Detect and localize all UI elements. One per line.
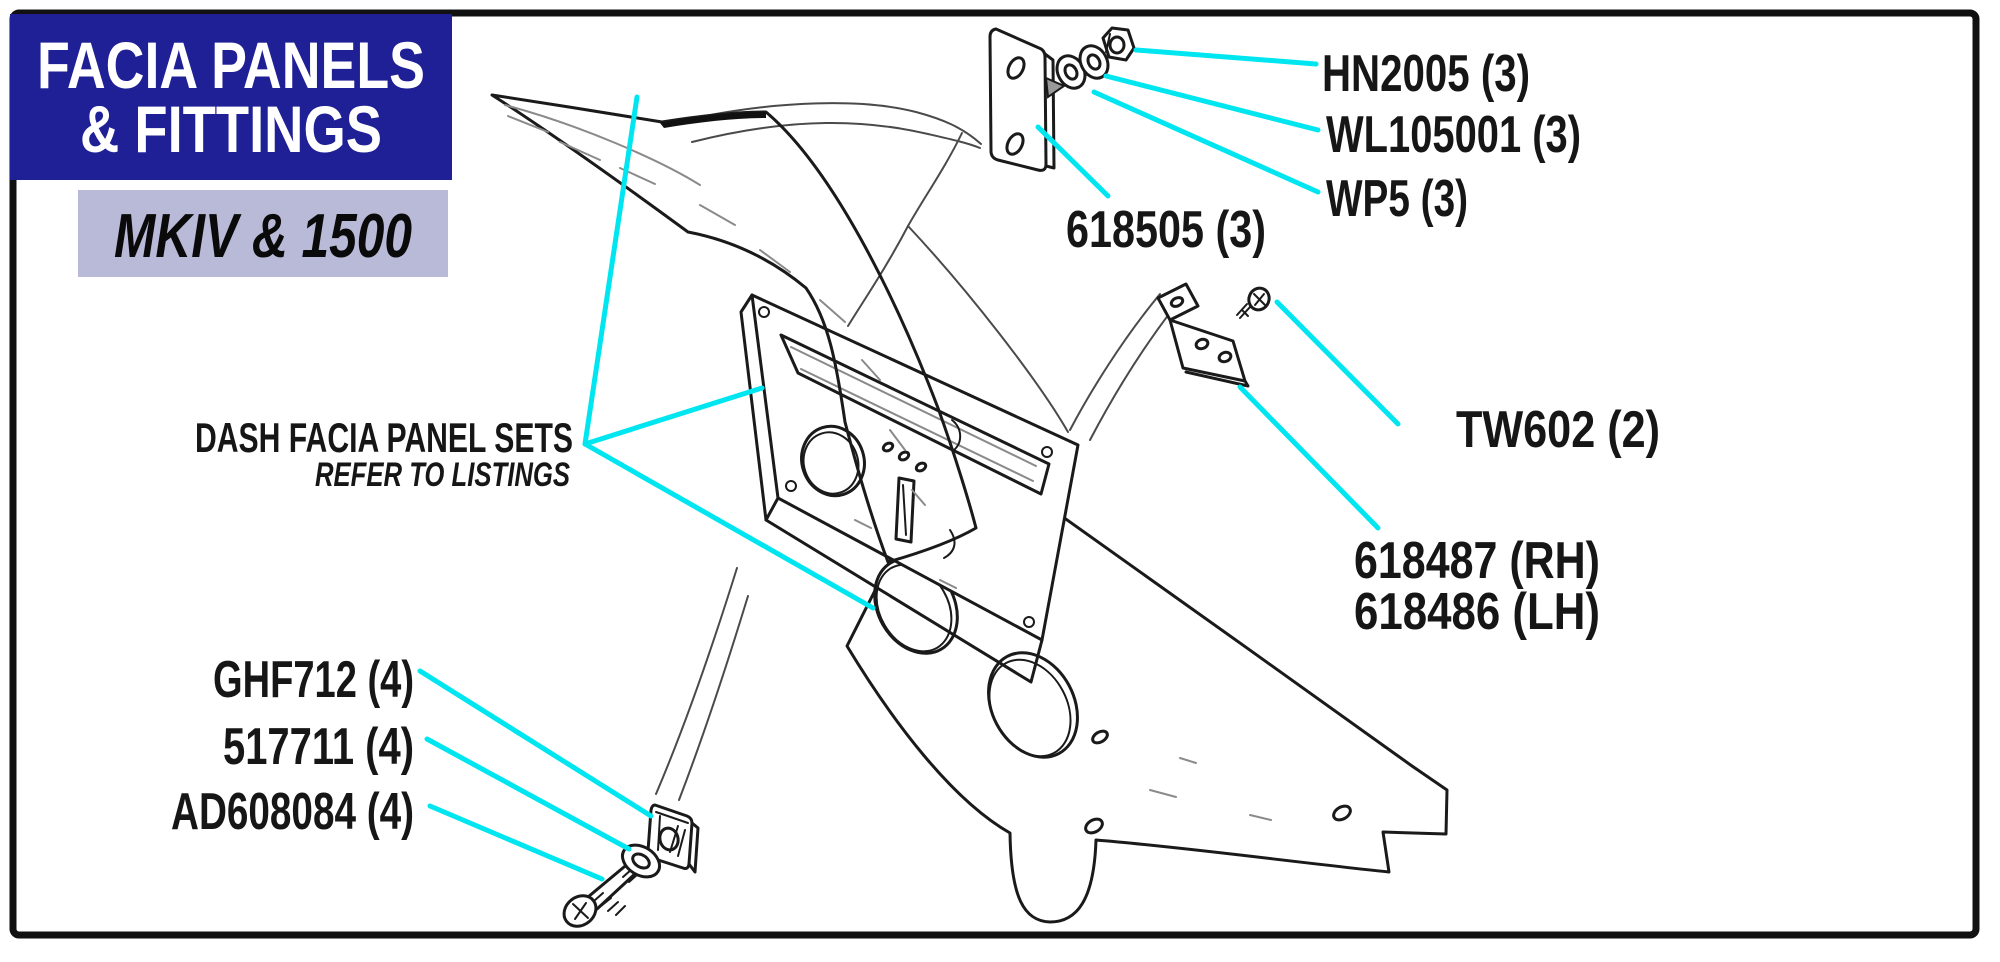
bracket-drawing xyxy=(1156,282,1271,388)
part-label-wp5: WP5 (3) xyxy=(1326,170,1468,228)
leader-lines xyxy=(417,47,1401,882)
crash-pad-drawing xyxy=(490,93,978,564)
part-label-hn2005: HN2005 (3) xyxy=(1322,45,1530,103)
note-heading: DASH FACIA PANEL SETS xyxy=(195,414,573,461)
part-label-517711: 517711 (4) xyxy=(223,718,414,776)
leader-hn2005 xyxy=(1133,47,1319,67)
leader-618487 xyxy=(1237,384,1381,531)
leader-618505 xyxy=(1035,124,1111,199)
part-label-ad608084: AD608084 (4) xyxy=(171,783,414,841)
leader-517711 xyxy=(424,736,632,852)
part-label-618486: 618486 (LH) xyxy=(1354,583,1600,641)
sketch-hint-lines xyxy=(655,102,1173,801)
page-title-line1: FACIA PANELS xyxy=(37,28,425,102)
stud xyxy=(1044,76,1067,99)
part-label-tw602: TW602 (2) xyxy=(1456,401,1660,459)
leader-panel-sets-2 xyxy=(582,385,765,447)
clip-fixings-drawing xyxy=(562,803,700,928)
screw-ad608084 xyxy=(562,860,639,928)
part-label-ghf712: GHF712 (4) xyxy=(213,651,414,709)
part-label-wl105001: WL105001 (3) xyxy=(1326,106,1581,164)
model-banner xyxy=(78,190,448,277)
mounting-plate-drawing xyxy=(988,26,1136,172)
leader-wl105001 xyxy=(1103,73,1321,133)
part-label-618487: 618487 (RH) xyxy=(1354,532,1600,590)
leader-panel-sets-1 xyxy=(582,94,640,447)
page-title-line2: & FITTINGS xyxy=(80,92,382,166)
middle-facia-panel-drawing xyxy=(739,293,1080,684)
switch-hole xyxy=(800,424,866,498)
title-block: FACIA PANELS & FITTINGS MKIV & 1500 xyxy=(10,14,452,277)
screw-tw602 xyxy=(1236,286,1271,319)
model-label: MKIV & 1500 xyxy=(114,202,412,271)
part-labels: HN2005 (3) WL105001 (3) WP5 (3) 618505 (… xyxy=(171,45,1660,841)
part-label-618505: 618505 (3) xyxy=(1066,201,1266,259)
leader-tw602 xyxy=(1274,299,1401,427)
leader-ad608084 xyxy=(427,803,605,882)
leader-wp5 xyxy=(1091,89,1321,195)
panel-sets-note: DASH FACIA PANEL SETS REFER TO LISTINGS xyxy=(195,414,573,494)
pad-edge-shadow xyxy=(660,112,766,128)
leader-panel-sets-3 xyxy=(582,441,876,611)
title-banner xyxy=(10,14,452,180)
leader-ghf712 xyxy=(417,668,654,819)
note-subheading: REFER TO LISTINGS xyxy=(315,456,570,494)
